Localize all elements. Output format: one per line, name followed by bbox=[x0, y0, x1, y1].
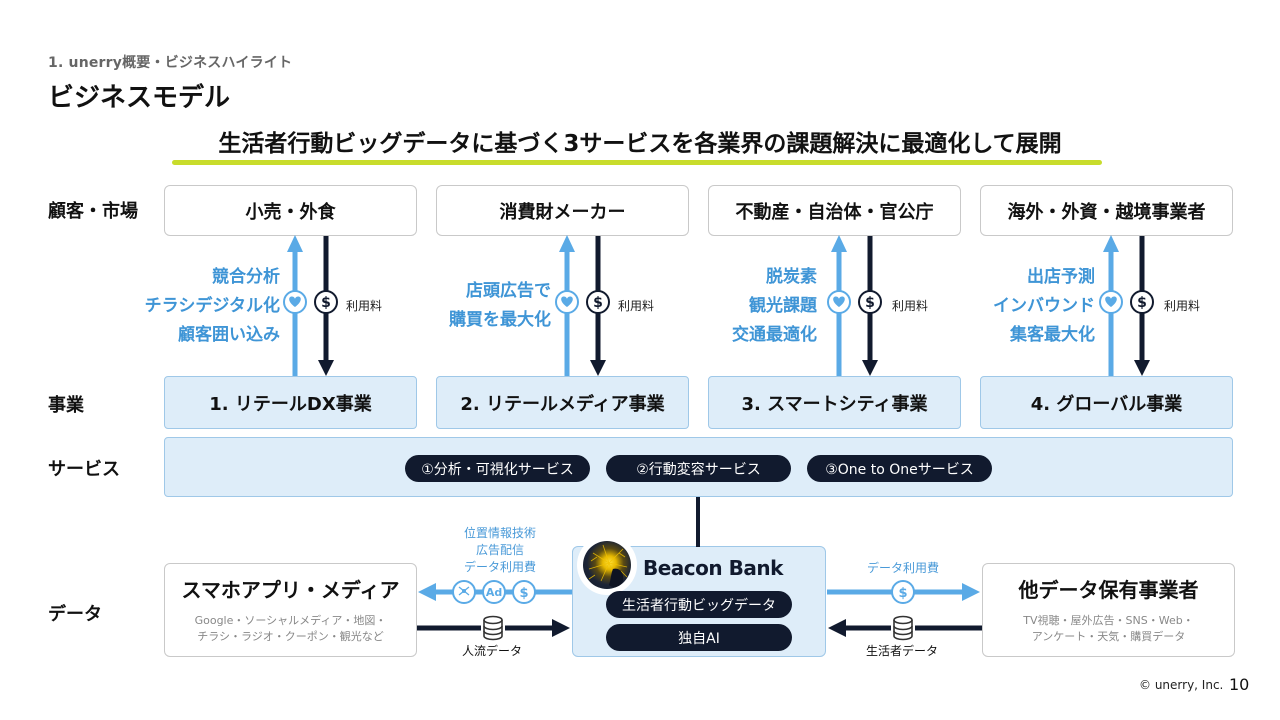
fee-label: 利用料 bbox=[346, 299, 383, 313]
partner-subtitle-line: チラシ・ラジオ・クーポン・観光など bbox=[197, 630, 384, 643]
fee-label: 利用料 bbox=[1164, 299, 1201, 313]
benefit-list-cpg: 店頭広告で 購買を最大化 bbox=[449, 277, 551, 335]
flow-label: 広告配信 bbox=[475, 543, 524, 557]
partner-subtitle-line: アンケート・天気・購買データ bbox=[1031, 630, 1186, 643]
proprietary-ai-pill: 独自AI bbox=[606, 624, 792, 651]
copyright: © unerry, Inc. bbox=[1139, 678, 1224, 692]
partner-box-data-holders: 他データ保有事業者 TV視聴・屋外広告・SNS・Web・ アンケート・天気・購買… bbox=[982, 563, 1235, 657]
row-label-data: データ bbox=[48, 604, 102, 625]
benefit-item: 集客最大化 bbox=[1010, 325, 1095, 345]
big-data-pill: 生活者行動ビッグデータ bbox=[606, 591, 792, 618]
dollar-icon bbox=[314, 290, 338, 314]
value-arrow-head bbox=[1103, 235, 1119, 252]
benefit-item: 観光課題 bbox=[749, 296, 817, 316]
business-box-global: 4. グローバル事業 bbox=[980, 376, 1233, 429]
partner-subtitle: TV視聴・屋外広告・SNS・Web・ アンケート・天気・購買データ bbox=[983, 613, 1234, 645]
fee-arrow-head bbox=[318, 360, 334, 376]
brain-icon bbox=[452, 580, 476, 604]
value-arrow-head bbox=[559, 235, 575, 252]
partner-subtitle-line: Google・ソーシャルメディア・地図・ bbox=[194, 614, 387, 627]
benefit-item: チラシデジタル化 bbox=[144, 296, 280, 316]
benefit-item: 顧客囲い込み bbox=[178, 325, 280, 345]
fee-arrow-head bbox=[1134, 360, 1150, 376]
service-pill-behavior-change: ②行動変容サービス bbox=[606, 455, 791, 482]
breadcrumb: 1. unerry概要・ビジネスハイライト bbox=[48, 55, 293, 71]
service-pill-analytics: ①分析・可視化サービス bbox=[405, 455, 590, 482]
heart-icon bbox=[1099, 290, 1123, 314]
headline: 生活者行動ビッグデータに基づく3サービスを各業界の課題解決に最適化して展開 bbox=[218, 131, 1062, 157]
right-inflow-arrow-head bbox=[828, 619, 846, 637]
benefit-item: 脱炭素 bbox=[766, 267, 817, 287]
value-arrow-head bbox=[831, 235, 847, 252]
heart-icon bbox=[283, 290, 307, 314]
page-title: ビジネスモデル bbox=[48, 83, 231, 113]
heart-icon bbox=[555, 290, 579, 314]
heart-icon bbox=[827, 290, 851, 314]
right-outflow-label: データ利用費 bbox=[866, 561, 939, 575]
row-label-business: 事業 bbox=[48, 395, 84, 416]
benefit-item: インバウンド bbox=[993, 296, 1095, 316]
headline-underline bbox=[172, 160, 1102, 165]
partner-box-apps-media: スマホアプリ・メディア Google・ソーシャルメディア・地図・ チラシ・ラジオ… bbox=[164, 563, 417, 657]
benefit-list-public: 脱炭素 観光課題 交通最適化 bbox=[732, 263, 817, 350]
benefit-item: 出店予測 bbox=[1027, 267, 1095, 287]
row-label-services: サービス bbox=[48, 459, 120, 480]
flow-label: 位置情報技術 bbox=[463, 526, 536, 540]
left-outflow-labels: 位置情報技術 広告配信 データ利用費 bbox=[440, 525, 560, 576]
consumer-data-label: 生活者データ bbox=[866, 644, 939, 658]
benefit-item: 購買を最大化 bbox=[449, 310, 551, 330]
service-pill-one-to-one: ③One to Oneサービス bbox=[807, 455, 992, 482]
database-icon bbox=[480, 614, 506, 642]
partner-title: スマホアプリ・メディア bbox=[181, 578, 400, 602]
customer-box-global: 海外・外資・越境事業者 bbox=[980, 185, 1233, 236]
city-lights-map-icon bbox=[583, 541, 631, 589]
dollar-icon bbox=[858, 290, 882, 314]
ad-icon: Ad bbox=[482, 580, 506, 604]
beacon-bank-name: Beacon Bank bbox=[643, 556, 783, 580]
benefit-item: 競合分析 bbox=[212, 267, 280, 287]
row-label-customers: 顧客・市場 bbox=[48, 201, 138, 222]
dollar-icon bbox=[512, 580, 536, 604]
page-number: 10 bbox=[1229, 675, 1250, 694]
dollar-icon bbox=[891, 580, 915, 604]
business-box-smart-city: 3. スマートシティ事業 bbox=[708, 376, 961, 429]
partner-subtitle: Google・ソーシャルメディア・地図・ チラシ・ラジオ・クーポン・観光など bbox=[165, 613, 416, 645]
customer-box-cpg: 消費財メーカー bbox=[436, 185, 689, 236]
benefit-item: 交通最適化 bbox=[732, 325, 817, 345]
dollar-icon bbox=[1130, 290, 1154, 314]
flow-label: データ利用費 bbox=[463, 560, 536, 574]
dollar-icon bbox=[586, 290, 610, 314]
database-icon bbox=[890, 614, 916, 642]
svg-text:Ad: Ad bbox=[486, 586, 502, 599]
value-arrow-head bbox=[287, 235, 303, 252]
fee-arrow-head bbox=[590, 360, 606, 376]
people-flow-data-label: 人流データ bbox=[462, 644, 523, 658]
benefit-item: 店頭広告で bbox=[466, 281, 551, 301]
partner-subtitle-line: TV視聴・屋外広告・SNS・Web・ bbox=[1023, 614, 1194, 627]
customer-box-retail: 小売・外食 bbox=[164, 185, 417, 236]
business-box-retail-dx: 1. リテールDX事業 bbox=[164, 376, 417, 429]
business-box-retail-media: 2. リテールメディア事業 bbox=[436, 376, 689, 429]
right-outflow-arrow-head bbox=[962, 583, 980, 601]
fee-label: 利用料 bbox=[892, 299, 929, 313]
left-outflow-arrow-head bbox=[418, 583, 436, 601]
customer-box-public: 不動産・自治体・官公庁 bbox=[708, 185, 961, 236]
left-inflow-arrow-head bbox=[552, 619, 570, 637]
partner-title: 他データ保有事業者 bbox=[1018, 578, 1199, 602]
fee-arrow-head bbox=[862, 360, 878, 376]
benefit-list-retail: 競合分析 チラシデジタル化 顧客囲い込み bbox=[145, 263, 280, 350]
benefit-list-global: 出店予測 インバウンド 集客最大化 bbox=[993, 263, 1095, 350]
fee-label: 利用料 bbox=[618, 299, 655, 313]
